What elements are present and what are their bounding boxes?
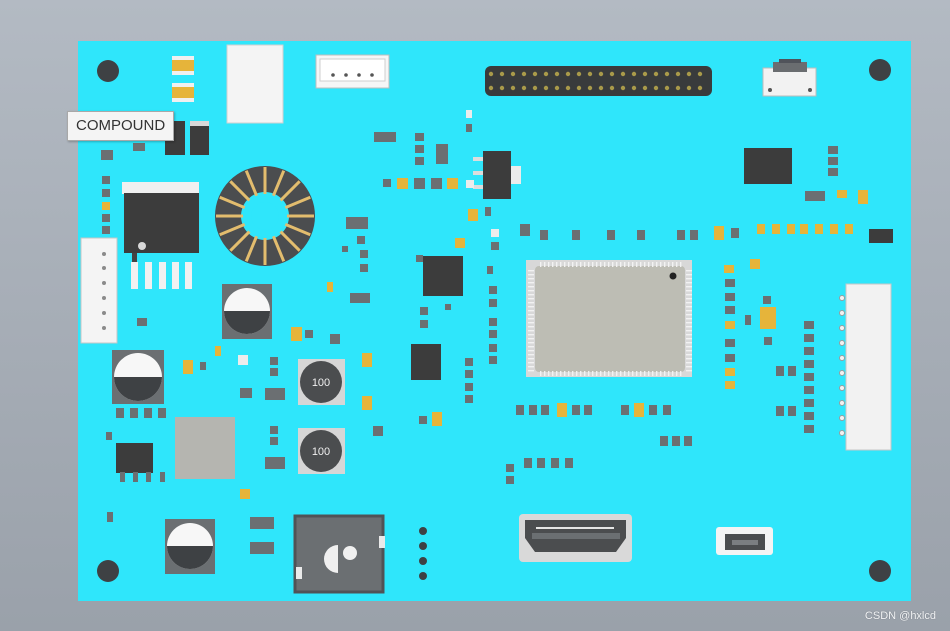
electrolytic-capacitor-icon [112, 284, 272, 574]
watermark-text: CSDN @hxlcd [864, 610, 936, 622]
smd-components [102, 110, 868, 554]
component-tooltip: COMPOUND [67, 111, 175, 141]
voltage-regulator [122, 182, 199, 289]
ffc-connector [762, 59, 817, 97]
left-side-connector [80, 237, 118, 344]
4-pin-connector [315, 54, 390, 89]
test-points [419, 527, 427, 580]
tantalum-capacitors [172, 56, 194, 102]
ic-chip-icon [116, 148, 893, 473]
main-mcu-chip [526, 260, 692, 377]
usb-connector-icon [716, 527, 773, 555]
power-inductors: 100 100 [175, 359, 345, 479]
right-side-connector [839, 283, 892, 451]
hdmi-connector-icon [519, 514, 632, 562]
white-connector-block [226, 44, 284, 124]
mounting-hole-icon [97, 59, 891, 582]
pin-header-icon [485, 66, 712, 96]
toroidal-inductor-icon [215, 166, 315, 266]
buzzer [293, 514, 385, 594]
inductor-label-2: 100 [312, 446, 330, 458]
inductor-label-1: 100 [312, 377, 330, 389]
